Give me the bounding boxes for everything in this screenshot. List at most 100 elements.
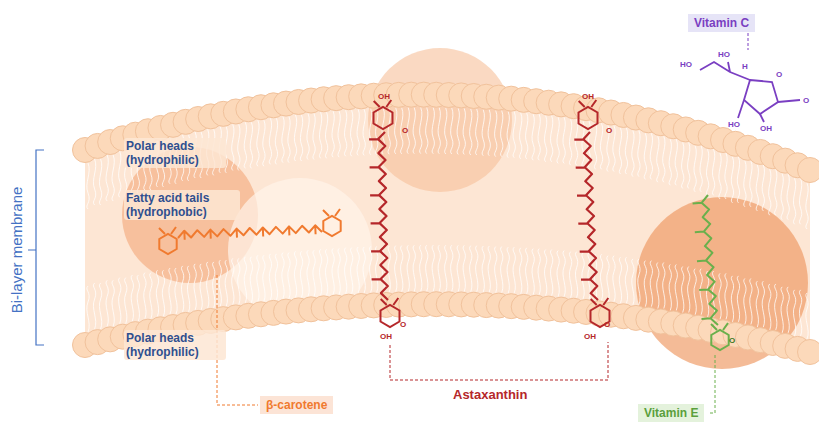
tail-line [607, 256, 609, 302]
tail-line [563, 117, 565, 163]
tail-line [725, 153, 727, 199]
tail-line [799, 290, 801, 336]
atom-label: HO [680, 60, 692, 69]
atom-label: OH [584, 332, 596, 341]
tail-line [345, 110, 347, 156]
tail-line [694, 269, 696, 315]
carbon-chain [693, 195, 718, 325]
tail-line [319, 112, 321, 158]
tail-line [194, 264, 196, 310]
tail-line [376, 109, 378, 155]
tail-line [87, 163, 89, 209]
tail-line [200, 264, 202, 310]
tail-line [793, 178, 795, 224]
molecules [159, 100, 729, 350]
tail-line [787, 287, 789, 333]
tail-line [619, 257, 621, 303]
lipid-head [798, 340, 819, 365]
tail-line [526, 248, 528, 294]
tail-line [799, 178, 801, 224]
tail-line [426, 108, 428, 154]
tail-line [93, 159, 95, 205]
tail-line [588, 253, 590, 299]
ring [711, 323, 729, 350]
tail-line [457, 108, 459, 154]
tail-line [307, 114, 309, 160]
atom-label: H [742, 62, 748, 71]
tail-line [594, 123, 596, 169]
tail-line [737, 276, 739, 322]
tail-line [351, 110, 353, 156]
leader-line [708, 355, 715, 413]
tail-line [395, 108, 397, 154]
tail-line [737, 157, 739, 203]
tail-line [225, 260, 227, 306]
tail-line [112, 155, 114, 201]
tail-line [613, 256, 615, 302]
tail-line [81, 163, 83, 209]
tail-line [669, 139, 671, 185]
tail-line [700, 269, 702, 315]
leader-line [390, 342, 608, 380]
tail-line [150, 273, 152, 319]
tail-line [600, 123, 602, 169]
tail-line [551, 116, 553, 162]
tail-line [438, 108, 440, 154]
tail-line [600, 254, 602, 300]
tail-line [420, 108, 422, 154]
tail-line [787, 174, 789, 220]
tail-line [112, 280, 114, 326]
vitamin-e-region [636, 197, 808, 369]
tail-line [275, 254, 277, 300]
tail-line [294, 251, 296, 297]
tail-line [675, 264, 677, 310]
tail-line [582, 121, 584, 167]
tail-line [706, 271, 708, 317]
tail-line [232, 124, 234, 170]
atom-label: O [400, 320, 406, 329]
tail-line [363, 109, 365, 155]
tail-line [638, 131, 640, 177]
tail-line [313, 250, 315, 296]
tail-line [263, 255, 265, 301]
tail-line [269, 254, 271, 300]
atom-label: O [803, 96, 809, 105]
tail-line [81, 286, 83, 332]
tail-line [613, 126, 615, 172]
tail-line [332, 111, 334, 157]
atom-label: O [402, 126, 408, 135]
compound-name: Vitamin E [644, 406, 698, 420]
astaxanthin-region [368, 48, 512, 192]
compound-name: Astaxanthin [450, 387, 530, 402]
tail-line [463, 108, 465, 154]
tail-line [688, 142, 690, 188]
tail-line [395, 246, 397, 292]
tail-line [694, 146, 696, 192]
tail-line [257, 255, 259, 301]
tail-line [181, 266, 183, 312]
tail-line [526, 113, 528, 159]
tail-line [187, 266, 189, 312]
tail-line [744, 161, 746, 207]
tail-line [756, 165, 758, 211]
tail-line [307, 250, 309, 296]
tail-line [438, 245, 440, 291]
name-tag: β-carotene [260, 396, 333, 414]
tail-line [495, 111, 497, 157]
tail-line [294, 115, 296, 161]
tail-line [663, 136, 665, 182]
tail-line [432, 245, 434, 291]
tail-line [744, 278, 746, 324]
tail-line [513, 112, 515, 158]
name-tag: Vitamin E [638, 404, 704, 422]
tail-line [213, 262, 215, 308]
tail-line [282, 253, 284, 299]
tail-line [219, 260, 221, 306]
tail-line [445, 245, 447, 291]
tail-line [99, 159, 101, 205]
atom-label: HO [718, 50, 730, 59]
tail-line [106, 280, 108, 326]
tail-line [569, 252, 571, 298]
tail-line [675, 139, 677, 185]
tail-line [731, 157, 733, 203]
